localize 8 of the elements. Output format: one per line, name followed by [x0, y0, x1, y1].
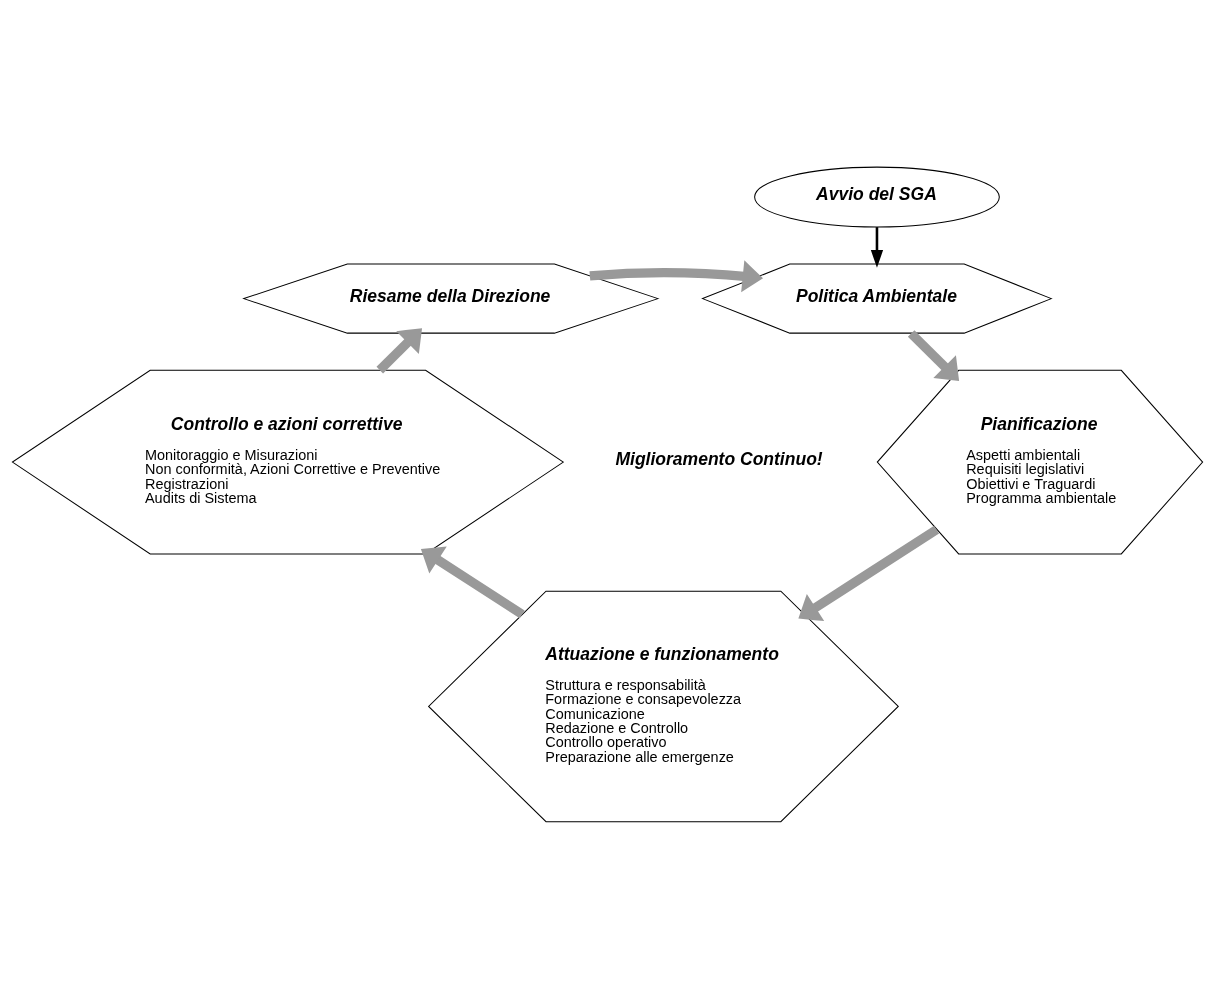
arrow	[376, 327, 423, 373]
label: Miglioramento Continuo!	[615, 448, 823, 469]
arrow	[907, 329, 960, 381]
node-ellipse: Avvio del SGA	[754, 166, 1000, 227]
arrow	[420, 546, 525, 618]
arrow	[589, 259, 764, 292]
arrow	[798, 525, 940, 621]
arrow	[870, 226, 884, 268]
